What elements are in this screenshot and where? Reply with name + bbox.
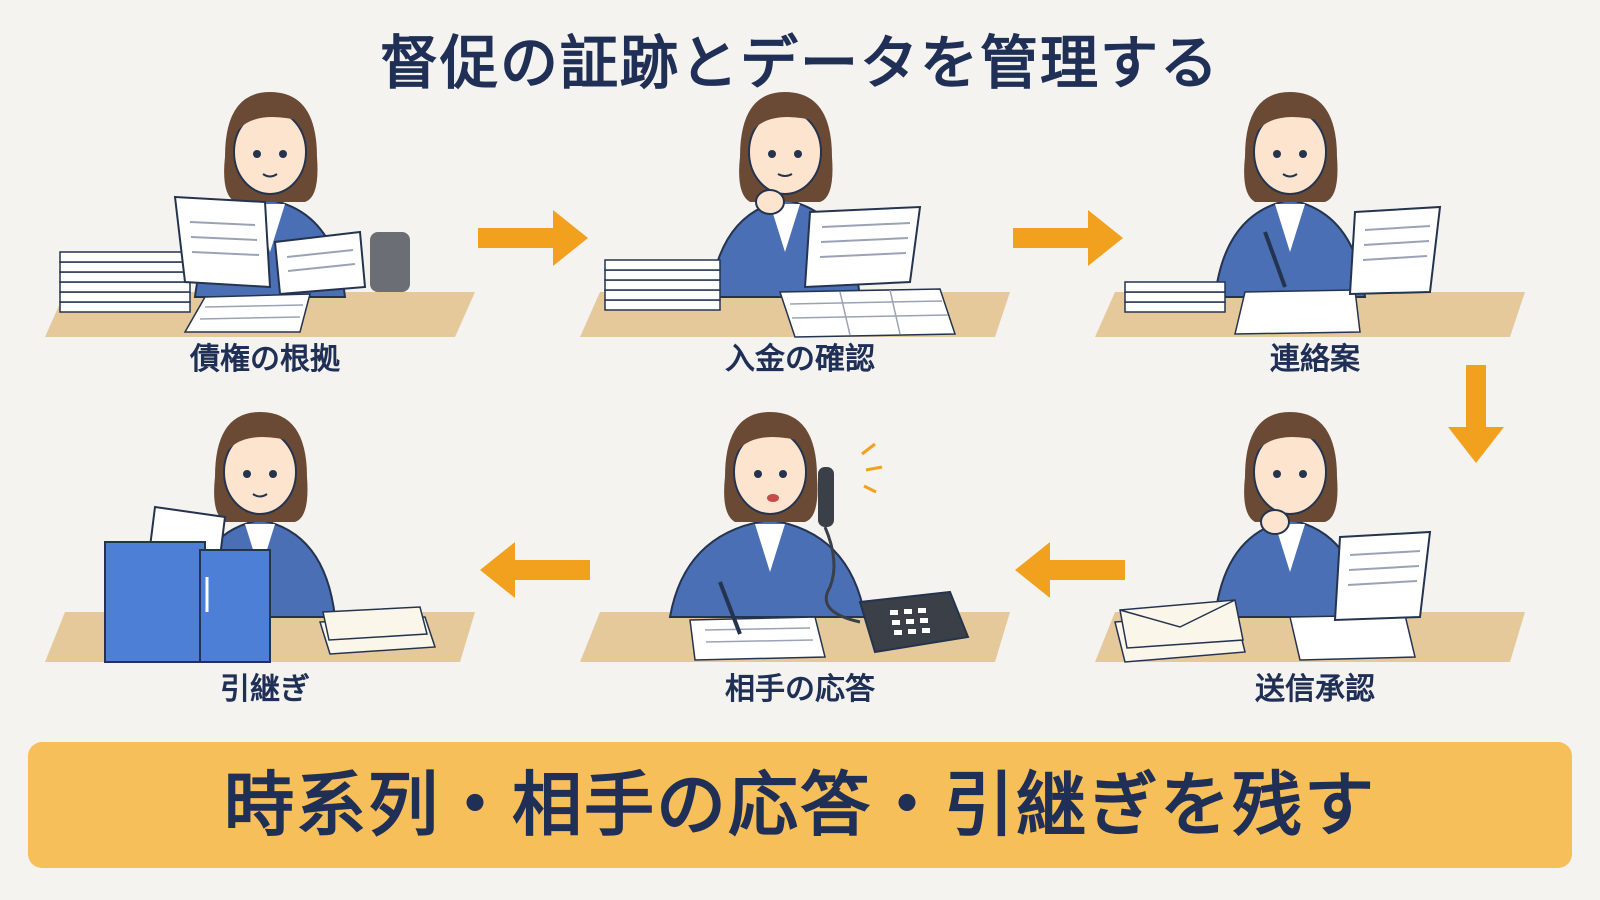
step-label: 入金の確認 — [725, 342, 875, 377]
arrow-right-icon — [478, 210, 588, 266]
woman-on-phone-illustration — [580, 412, 1010, 662]
arrow-left-icon — [480, 542, 590, 598]
summary-banner-text: 時系列・相手の応答・引継ぎを残す — [224, 764, 1376, 846]
step-handover: 引継ぎ — [35, 412, 495, 712]
step-send-approval: 送信承認 — [1085, 412, 1545, 712]
arrow-down-icon — [1448, 365, 1504, 463]
step-label: 相手の応答 — [725, 672, 875, 707]
step-label: 債権の根拠 — [190, 342, 340, 377]
woman-writing-draft-illustration — [1095, 92, 1525, 337]
step-contact-draft: 連絡案 — [1085, 82, 1545, 382]
step-label: 連絡案 — [1270, 342, 1360, 377]
arrow-right-icon — [1013, 210, 1123, 266]
woman-filing-binder-illustration — [45, 412, 475, 663]
step-partner-response: 相手の応答 — [570, 412, 1030, 712]
step-claim-basis: 債権の根拠 — [35, 82, 495, 382]
woman-checking-payment-illustration — [580, 92, 1010, 338]
woman-reading-documents-illustration — [45, 92, 475, 337]
woman-approving-letter-illustration — [1095, 412, 1525, 663]
step-payment-check: 入金の確認 — [570, 82, 1030, 382]
diagram-title: 督促の証跡とデータを管理する — [379, 29, 1220, 97]
arrow-left-icon — [1015, 542, 1125, 598]
step-label: 送信承認 — [1255, 672, 1375, 707]
step-label: 引継ぎ — [220, 672, 310, 707]
summary-banner: 時系列・相手の応答・引継ぎを残す — [28, 742, 1572, 868]
